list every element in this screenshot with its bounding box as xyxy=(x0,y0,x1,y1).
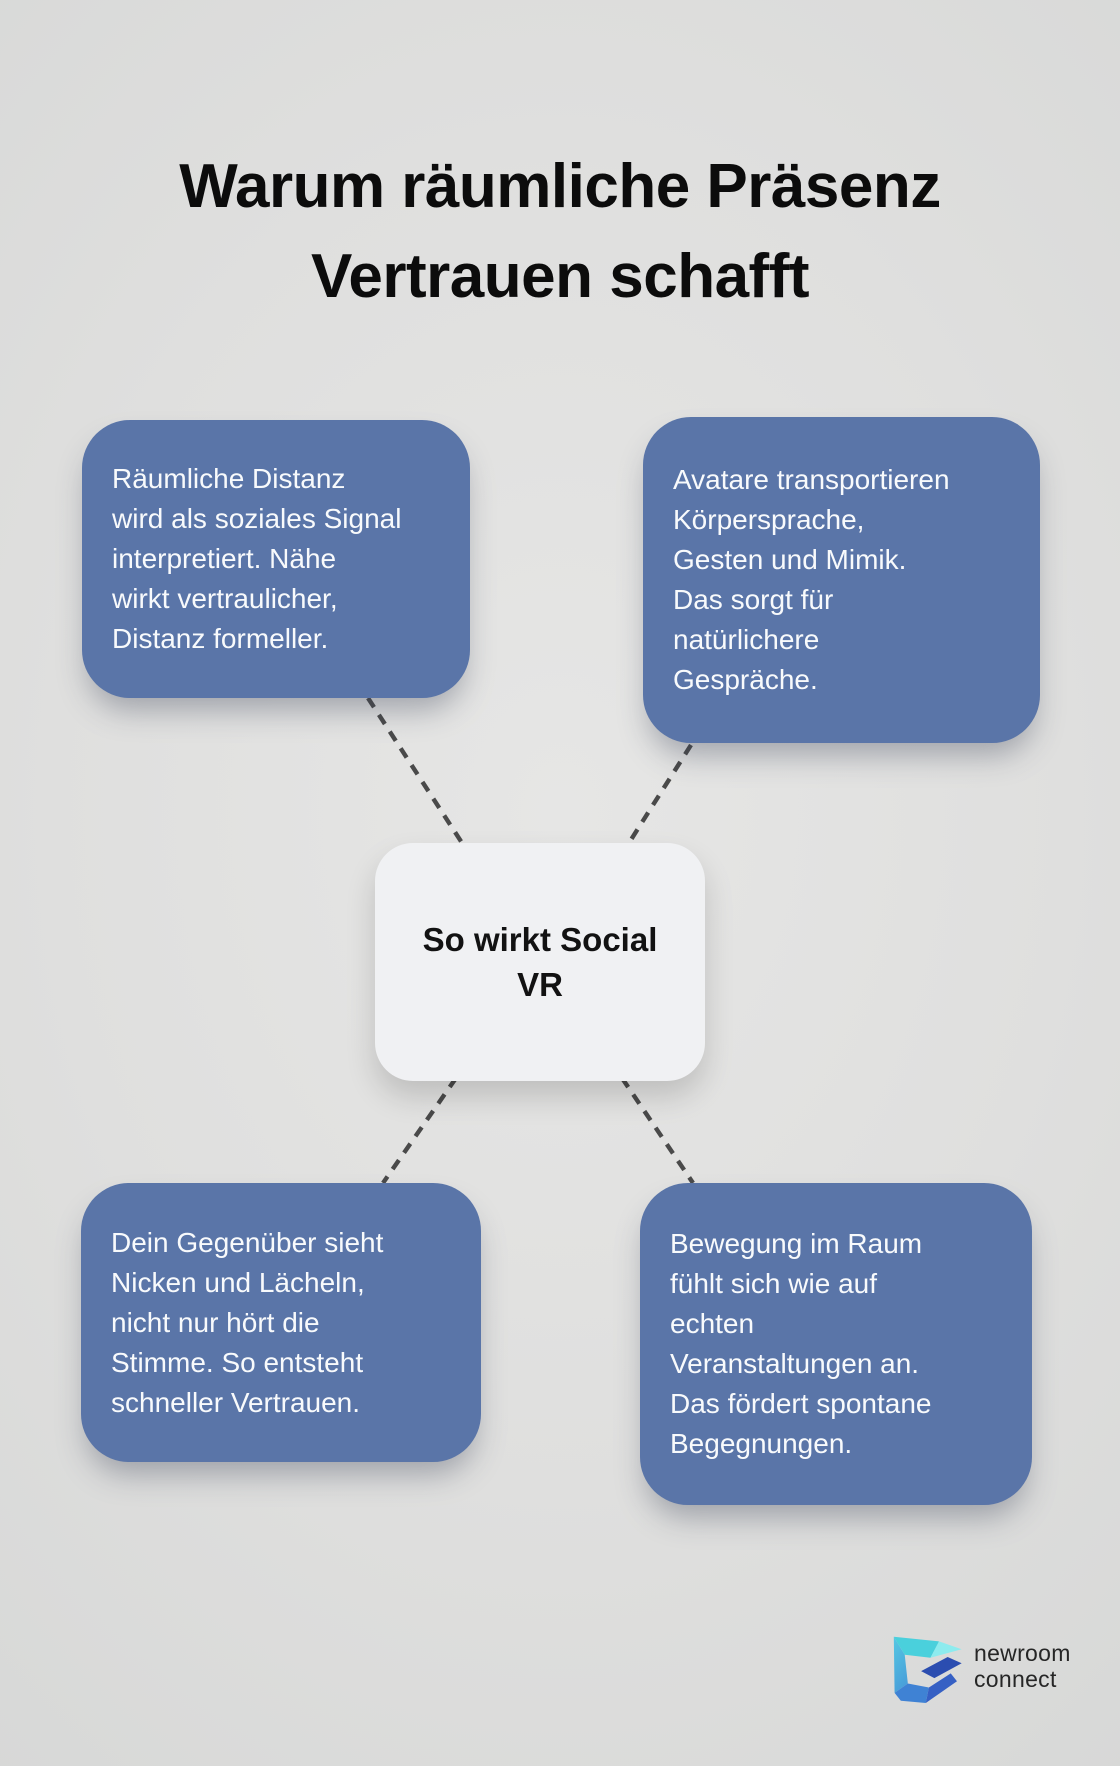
center-node: So wirkt Social VR xyxy=(375,843,705,1081)
connector-line-bottom-left xyxy=(381,1076,458,1185)
logo-wordmark: newroom connect xyxy=(974,1640,1071,1692)
connector-line-top-left xyxy=(366,696,466,848)
info-card-top-left: Räumliche Distanz wird als soziales Sign… xyxy=(82,420,470,698)
info-card-text: Dein Gegenüber sieht Nicken und Lächeln,… xyxy=(111,1226,384,1418)
page-title: Warum räumliche Präsenz Vertrauen schaff… xyxy=(179,151,941,311)
newroom-connect-logo-icon xyxy=(893,1636,962,1704)
center-node-label: So wirkt Social VR xyxy=(422,921,658,1003)
info-card-top-right: Avatare transportieren Körpersprache, Ge… xyxy=(643,417,1040,743)
info-card-bottom-left: Dein Gegenüber sieht Nicken und Lächeln,… xyxy=(81,1183,481,1462)
info-card-text: Bewegung im Raum fühlt sich wie auf echt… xyxy=(670,1228,932,1459)
info-card-bottom-right: Bewegung im Raum fühlt sich wie auf echt… xyxy=(640,1183,1032,1505)
connector-line-top-right xyxy=(625,743,693,848)
info-card-text: Avatare transportieren Körpersprache, Ge… xyxy=(673,464,950,695)
info-card-text: Räumliche Distanz wird als soziales Sign… xyxy=(112,463,402,654)
connector-line-bottom-right xyxy=(620,1076,695,1185)
newroom-connect-logo: newroom connect xyxy=(886,1628,1071,1704)
